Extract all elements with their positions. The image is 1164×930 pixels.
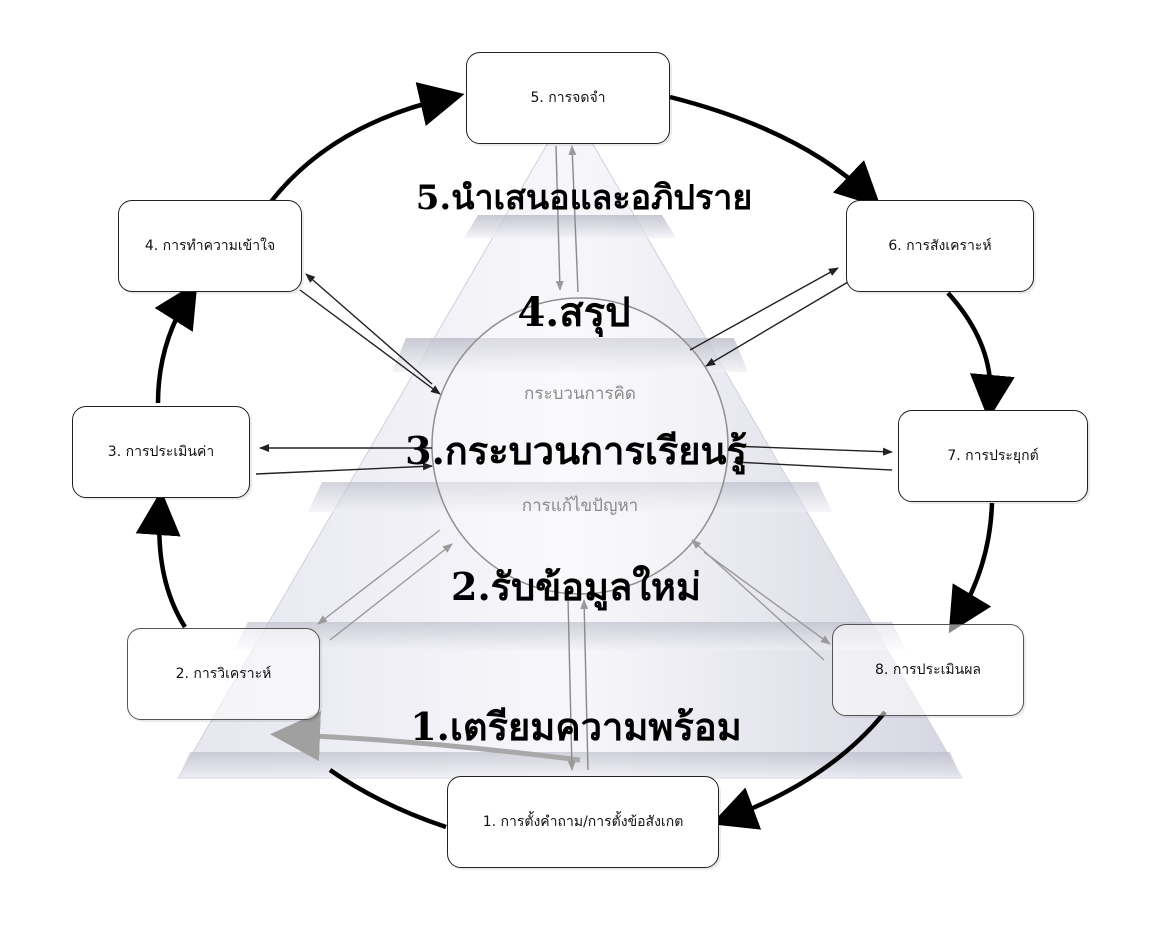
link-node3-to-core bbox=[255, 462, 433, 475]
cycle-node-3: 3. การประเมินค่า bbox=[72, 406, 250, 498]
link-core-to-node8 bbox=[703, 551, 831, 645]
link-node7-to-core bbox=[733, 458, 893, 471]
core-top-label: กระบวนการคิด bbox=[524, 384, 636, 404]
link-node4-to-core bbox=[299, 289, 441, 395]
cycle-arrow-1-2-faded bbox=[270, 711, 581, 763]
cycle-node-2: 2. การวิเคราะห์ bbox=[127, 628, 320, 720]
cycle-arrow-6-7 bbox=[946, 291, 1015, 420]
cycle-arrow-8-1 bbox=[711, 710, 887, 830]
pyramid-band-2 bbox=[234, 622, 906, 650]
cycle-node-4: 4. การทำความเข้าใจ bbox=[118, 200, 302, 292]
link-node6-to-core bbox=[705, 281, 849, 367]
pyramid-band-5 bbox=[464, 215, 676, 238]
cycle-arrow-4-5 bbox=[268, 82, 465, 205]
pyramid-level-5: 5.นำเสนอและอภิปราย bbox=[415, 178, 753, 218]
pyramid-band-4 bbox=[392, 338, 748, 372]
link-core-to-node2 bbox=[317, 529, 441, 625]
cycle-node-5: 5. การจดจำ bbox=[466, 52, 670, 144]
cycle-node-7: 7. การประยุกต์ bbox=[898, 410, 1088, 502]
core-bottom-label: การแก้ไขปัญหา bbox=[521, 496, 639, 516]
pyramid-level-3: 3.กระบวนการเรียนรู้ bbox=[405, 428, 747, 473]
cycle-arrow-3-4 bbox=[154, 281, 198, 404]
link-node1-to-core bbox=[580, 599, 589, 771]
pyramid-level-1: 1.เตรียมความพร้อม bbox=[410, 704, 742, 749]
pyramid-level-2: 2.รับข้อมูลใหม่ bbox=[451, 564, 701, 609]
pyramid bbox=[177, 104, 963, 779]
link-arrows bbox=[255, 145, 893, 771]
core-circle bbox=[431, 297, 729, 595]
cycle-node-8: 8. การประเมินผล bbox=[832, 624, 1024, 716]
cycle-arrow-2-3 bbox=[135, 490, 187, 629]
cycle-arrow-5-6 bbox=[669, 94, 882, 208]
cycle-arrow-7-8 bbox=[948, 502, 995, 634]
link-node2-to-core bbox=[329, 543, 453, 641]
cycle-node-6: 6. การสังเคราะห์ bbox=[846, 200, 1034, 292]
cycle-arrow-1-2-dark bbox=[328, 768, 447, 830]
link-core-to-node4 bbox=[305, 273, 433, 385]
cycle-arrows bbox=[135, 82, 1015, 830]
link-core-to-node5 bbox=[568, 145, 579, 293]
cycle-node-1: 1. การตั้งคำถาม/การตั้งข้อสังเกต bbox=[447, 776, 719, 868]
link-node8-to-core bbox=[691, 539, 825, 661]
link-core-to-node6 bbox=[689, 267, 839, 351]
link-core-to-node1 bbox=[567, 597, 576, 771]
link-node5-to-core bbox=[555, 145, 564, 291]
link-core-to-node7 bbox=[729, 445, 893, 456]
pyramid-level-4: 4.สรุป bbox=[517, 289, 631, 336]
